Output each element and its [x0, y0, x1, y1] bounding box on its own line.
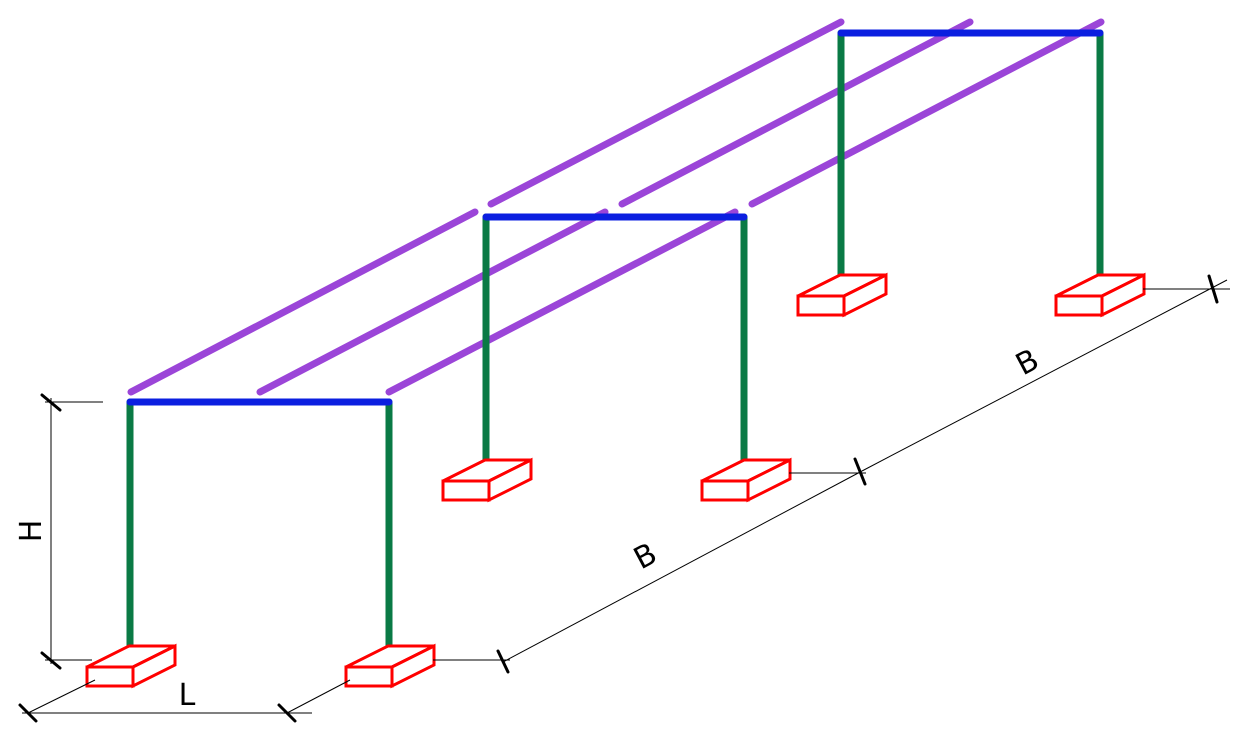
footing-frame-3-left-side-face: [842, 272, 888, 318]
footing-frame-3-right-front-face: [1054, 294, 1104, 317]
footing-frame-2-right: [700, 457, 792, 503]
height-tick-bottom: [40, 651, 62, 670]
footing-frame-3-left: [796, 272, 888, 318]
footing-frame-1-right-side-face: [390, 643, 436, 689]
span-tick-left: [18, 703, 38, 723]
footing-frame-1-left-side-face: [131, 643, 177, 689]
purlin-right-seg-1: [385, 208, 739, 396]
bay-2-dimension-line: [861, 279, 1228, 472]
purlin-middle-seg-1: [256, 208, 609, 396]
bay-2-label: B: [1010, 342, 1045, 383]
span-label: L: [179, 678, 196, 713]
height-tick-top: [40, 393, 62, 412]
span-extension-right: [286, 679, 351, 714]
footing-frame-1-right: [344, 643, 436, 689]
purlin-right-seg-2: [748, 18, 1105, 208]
bay-1-tick-front: [496, 649, 510, 674]
footing-frame-2-left-side-face: [487, 457, 533, 503]
footing-frame-2-right-front-face: [700, 479, 750, 502]
span-tick-right: [277, 703, 297, 723]
height-label: H: [14, 520, 49, 543]
frame-2: [482, 213, 748, 476]
footing-frame-3-left-front-face: [796, 294, 846, 317]
footing-frame-1-left-front-face: [85, 665, 135, 688]
purlin-left-seg-1: [127, 208, 479, 396]
footing-frame-2-left-front-face: [441, 479, 491, 502]
bay-1-dimension-line: [502, 470, 863, 663]
footings: [85, 272, 1146, 689]
purlin-left-seg-2: [487, 18, 845, 208]
frame-3: [837, 29, 1104, 291]
bay-1-tick-back: [853, 457, 867, 486]
footing-frame-2-right-side-face: [746, 457, 792, 503]
bay-1-label: B: [628, 536, 663, 577]
span-extension-left: [27, 679, 96, 714]
bay-2-tick-back: [1207, 274, 1219, 304]
purlin-middle-seg-2: [618, 18, 974, 208]
purlins: [127, 18, 1105, 396]
footing-frame-1-left: [85, 643, 177, 689]
dimensions: [18, 274, 1230, 723]
frame-1: [126, 398, 393, 662]
footing-frame-3-right-side-face: [1100, 272, 1146, 318]
footing-frame-3-right: [1054, 272, 1146, 318]
footing-frame-1-right-front-face: [344, 665, 394, 688]
footing-frame-2-left: [441, 457, 533, 503]
